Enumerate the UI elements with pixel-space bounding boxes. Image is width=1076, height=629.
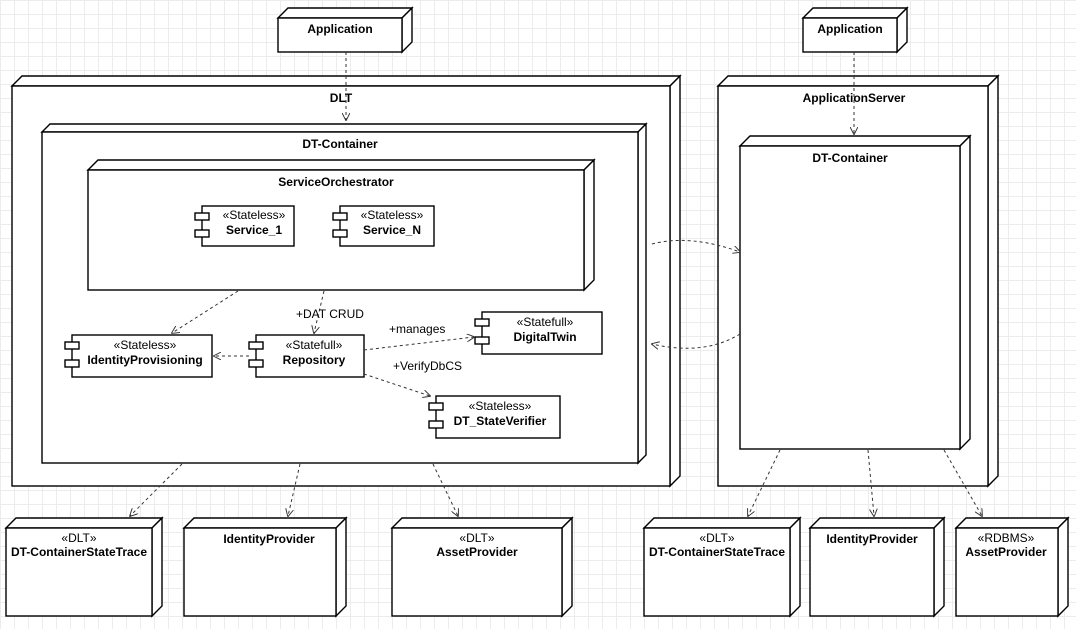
- edge-label-verify-dbcs: +VerifyDbCS: [393, 359, 462, 373]
- application-server-name: ApplicationServer: [803, 91, 906, 105]
- asset-provider-left-stereotype: «DLT»: [459, 531, 494, 545]
- identity-provider-left-name: IdentityProvider: [223, 532, 315, 546]
- component-port-icon: [474, 318, 490, 327]
- component-port-icon: [64, 341, 80, 350]
- component-port-icon: [248, 359, 264, 368]
- application-right-name: Application: [817, 22, 882, 36]
- dlt-name: DLT: [330, 91, 353, 105]
- dt-container-right-name: DT-Container: [812, 151, 888, 165]
- identity-provider-left-node[interactable]: IdentityProvider: [182, 516, 348, 618]
- identity-provisioning-name: IdentityProvisioning: [87, 353, 202, 367]
- component-port-icon: [428, 402, 444, 411]
- dependency-appserver-to-asset-provider: [943, 449, 982, 516]
- component-port-icon: [194, 229, 210, 238]
- asset-provider-left-node[interactable]: «DLT» AssetProvider: [390, 516, 574, 618]
- dependency-orchestrator-to-identity-provisioning: [172, 290, 239, 333]
- application-node-right[interactable]: Application: [801, 6, 909, 54]
- digital-twin-stereotype: «Statefull»: [517, 315, 574, 329]
- asset-provider-right-stereotype: «RDBMS»: [978, 531, 1035, 545]
- edge-label-manages: +manages: [389, 322, 445, 336]
- repository-stereotype: «Statefull»: [286, 338, 343, 352]
- dependency-dlt-to-state-trace: [130, 463, 183, 516]
- dependency-appserver-container-to-dlt-container: [652, 333, 741, 348]
- dt-container-left-name: DT-Container: [302, 137, 378, 151]
- dependency-appserver-to-identity-provider: [867, 449, 874, 516]
- state-verifier-name: DT_StateVerifier: [454, 414, 547, 428]
- service-1-component[interactable]: «Stateless» Service_1: [194, 205, 295, 247]
- identity-provider-right-node[interactable]: IdentityProvider: [808, 516, 946, 618]
- component-port-icon: [194, 212, 210, 221]
- service-n-stereotype: «Stateless»: [361, 208, 424, 222]
- repository-component[interactable]: «Statefull» Repository: [248, 334, 365, 378]
- application-node-left[interactable]: Application: [276, 6, 414, 54]
- dependency-dlt-to-asset-provider: [432, 463, 458, 516]
- component-port-icon: [332, 229, 348, 238]
- dependency-appserver-to-state-trace: [748, 449, 781, 516]
- edge-label-dat-crud: +DAT CRUD: [296, 307, 364, 321]
- state-verifier-stereotype: «Stateless»: [469, 399, 532, 413]
- service-1-stereotype: «Stateless»: [223, 208, 286, 222]
- identity-provider-right-name: IdentityProvider: [826, 532, 918, 546]
- dlt-trace-name: DT-ContainerStateTrace: [11, 545, 147, 559]
- dt-container-right[interactable]: DT-Container: [738, 134, 972, 451]
- service-n-name: Service_N: [363, 223, 421, 237]
- component-port-icon: [248, 341, 264, 350]
- service-1-name: Service_1: [226, 223, 282, 237]
- component-port-icon: [332, 212, 348, 221]
- identity-provisioning-stereotype: «Stateless»: [114, 338, 177, 352]
- container-state-trace-right-node[interactable]: «DLT» DT-ContainerStateTrace: [642, 516, 802, 618]
- dependency-repository-to-digital-twin: [363, 337, 474, 351]
- trace-right-stereotype: «DLT»: [699, 531, 734, 545]
- state-verifier-component[interactable]: «Stateless» DT_StateVerifier: [428, 395, 561, 439]
- asset-provider-right-name: AssetProvider: [965, 545, 1047, 559]
- dependency-dlt-to-identity-provider: [288, 463, 301, 516]
- digital-twin-component[interactable]: «Statefull» DigitalTwin: [474, 311, 603, 355]
- asset-provider-left-name: AssetProvider: [436, 545, 518, 559]
- application-left-name: Application: [307, 22, 372, 36]
- service-orchestrator-name: ServiceOrchestrator: [278, 175, 394, 189]
- dependency-dlt-container-to-appserver-container: [651, 239, 740, 252]
- component-port-icon: [64, 359, 80, 368]
- identity-provisioning-component[interactable]: «Stateless» IdentityProvisioning: [64, 334, 213, 378]
- dependency-orchestrator-to-repository: [314, 290, 325, 333]
- asset-provider-right-node[interactable]: «RDBMS» AssetProvider: [954, 516, 1070, 618]
- service-n-component[interactable]: «Stateless» Service_N: [332, 205, 435, 247]
- component-port-icon: [474, 336, 490, 345]
- dlt-container-state-trace-node[interactable]: «DLT» DT-ContainerStateTrace: [4, 516, 164, 618]
- dlt-trace-stereotype: «DLT»: [61, 531, 96, 545]
- repository-name: Repository: [283, 353, 346, 367]
- digital-twin-name: DigitalTwin: [513, 330, 576, 344]
- component-port-icon: [428, 420, 444, 429]
- trace-right-name: DT-ContainerStateTrace: [649, 545, 785, 559]
